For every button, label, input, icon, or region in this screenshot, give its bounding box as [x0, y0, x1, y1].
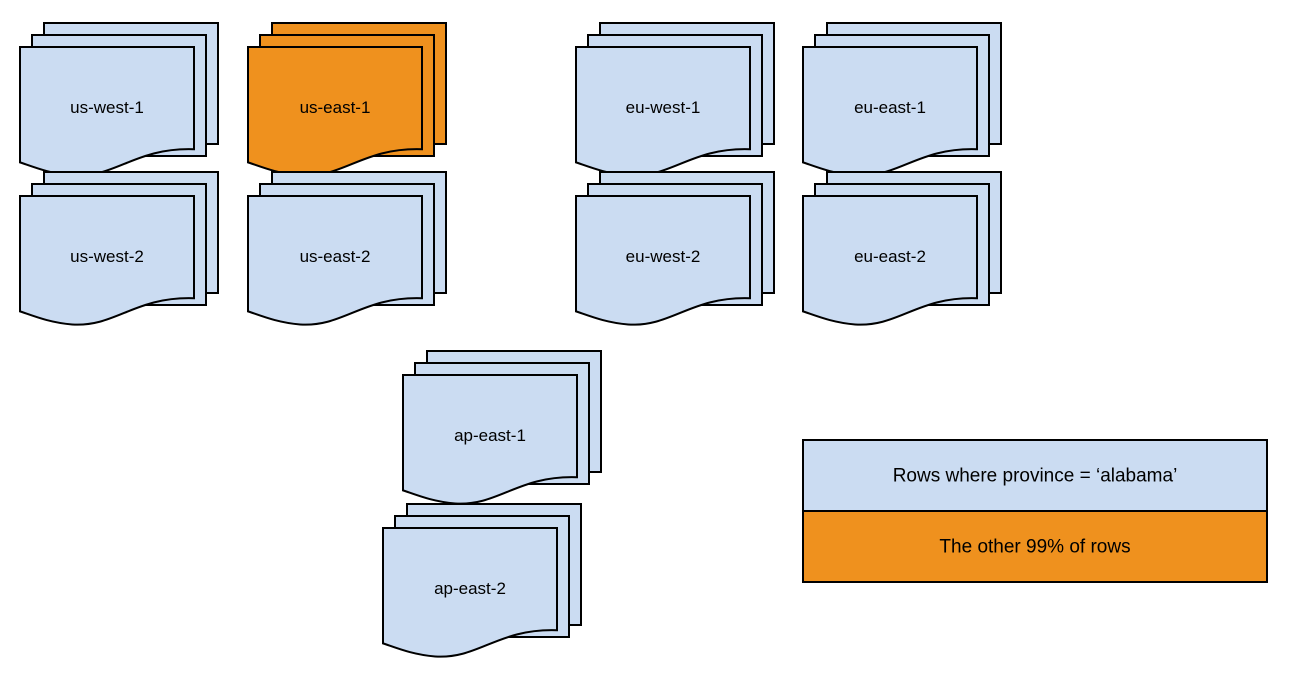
legend-row-other: The other 99% of rows — [802, 510, 1268, 583]
document-stack-eu-east-1[interactable]: eu-east-1 — [802, 22, 1002, 177]
document-stack-eu-east-2[interactable]: eu-east-2 — [802, 171, 1002, 326]
stack-sheet-front — [575, 195, 751, 326]
stack-label-ap-east-2: ap-east-2 — [434, 579, 506, 598]
stack-label-ap-east-1: ap-east-1 — [454, 426, 526, 445]
stack-label-eu-east-1: eu-east-1 — [854, 98, 926, 117]
document-stack-eu-west-1[interactable]: eu-west-1 — [575, 22, 775, 177]
stack-label-eu-east-2: eu-east-2 — [854, 247, 926, 266]
stack-label-us-east-2: us-east-2 — [300, 247, 371, 266]
stack-sheet-front — [247, 195, 423, 326]
document-stack-us-west-2[interactable]: us-west-2 — [19, 171, 219, 326]
document-stack-ap-east-1[interactable]: ap-east-1 — [402, 350, 602, 505]
document-stack-eu-west-2[interactable]: eu-west-2 — [575, 171, 775, 326]
stack-label-us-west-2: us-west-2 — [70, 247, 144, 266]
document-stack-us-east-1[interactable]: us-east-1 — [247, 22, 447, 177]
stack-label-us-west-1: us-west-1 — [70, 98, 144, 117]
stack-label-eu-west-2: eu-west-2 — [626, 247, 701, 266]
legend-row-other-swatch — [802, 510, 1268, 583]
document-stack-ap-east-2[interactable]: ap-east-2 — [382, 503, 582, 658]
stack-sheet-front — [802, 195, 978, 326]
stack-sheet-front — [382, 527, 558, 658]
stack-label-us-east-1: us-east-1 — [300, 98, 371, 117]
legend-row-alabama-text: Rows where province = ‘alabama’ — [893, 466, 1178, 487]
document-stack-us-east-2[interactable]: us-east-2 — [247, 171, 447, 326]
legend-row-alabama-swatch — [802, 439, 1268, 512]
legend-row-other-text: The other 99% of rows — [939, 537, 1130, 558]
legend-row-alabama: Rows where province = ‘alabama’ — [802, 439, 1268, 512]
stack-label-eu-west-1: eu-west-1 — [626, 98, 701, 117]
document-stack-us-west-1[interactable]: us-west-1 — [19, 22, 219, 177]
legend-group: Rows where province = ‘alabama’ The other… — [802, 439, 1268, 583]
document-stacks-group: us-west-1 us-east-1 eu-west-1 eu-east-1 us-w… — [19, 22, 1002, 658]
stack-sheet-front — [402, 374, 578, 505]
stack-sheet-front — [19, 195, 195, 326]
